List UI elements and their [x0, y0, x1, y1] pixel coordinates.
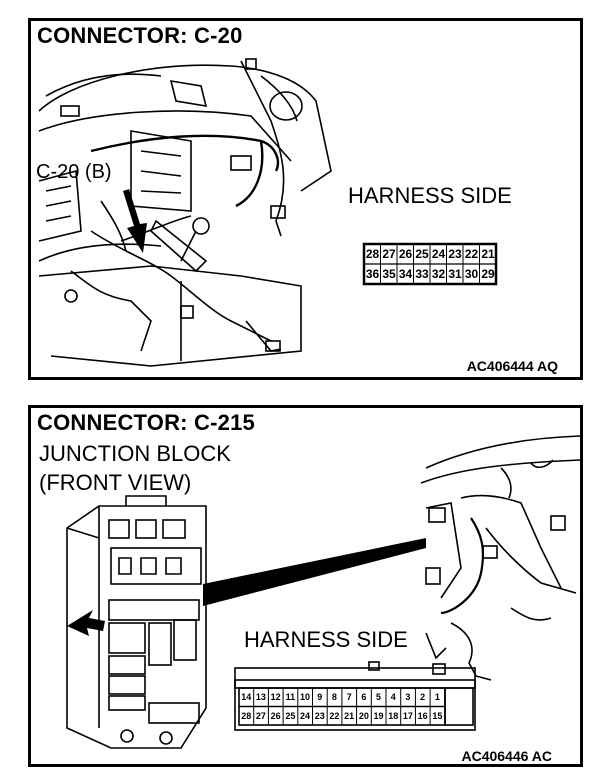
pin: 13 [255, 692, 266, 702]
pin: 19 [373, 710, 384, 721]
pin: 22 [464, 247, 479, 261]
pin: 7 [346, 692, 352, 702]
pin: 28 [365, 247, 380, 261]
pin: 26 [270, 710, 281, 721]
harness-side-label: HARNESS SIDE [348, 183, 512, 208]
pin: 24 [431, 247, 446, 261]
pin: 28 [241, 710, 252, 721]
pin: 23 [314, 710, 325, 721]
pin: 18 [388, 710, 399, 721]
figure-code: AC406446 AC [461, 748, 552, 764]
pin: 8 [331, 692, 337, 702]
pin: 21 [344, 710, 355, 721]
connector-callout: C-20 (B) [36, 161, 112, 183]
pin: 17 [402, 710, 413, 721]
pin: 16 [417, 710, 428, 721]
pin: 24 [300, 710, 311, 721]
pin: 25 [285, 710, 296, 721]
connector-c215-panel: CONNECTOR: C-215 JUNCTION BLOCK (FRONT V… [28, 405, 583, 767]
pin: 10 [300, 692, 311, 702]
panel-subtitle: (FRONT VIEW) [39, 470, 192, 495]
pin: 9 [317, 692, 323, 702]
pin: 4 [390, 692, 396, 702]
harness-side-label: HARNESS SIDE [244, 627, 408, 652]
pin: 35 [382, 267, 396, 281]
pin: 22 [329, 710, 340, 721]
pin: 21 [481, 247, 495, 261]
pin: 2 [420, 692, 426, 702]
pin: 20 [358, 710, 369, 721]
pin: 27 [382, 247, 396, 261]
junction-block-illustration [66, 435, 580, 749]
pin: 25 [415, 247, 429, 261]
pin: 15 [432, 710, 443, 721]
pin: 5 [376, 692, 382, 702]
pin: 1 [434, 692, 440, 702]
pin: 33 [415, 267, 429, 281]
pin: 26 [398, 247, 413, 261]
pin: 12 [270, 692, 281, 702]
pin: 29 [481, 267, 495, 281]
panel-subtitle: JUNCTION BLOCK [39, 441, 231, 466]
connector-c20-panel: CONNECTOR: C-20 [28, 18, 583, 380]
panel-title: CONNECTOR: C-215 [37, 410, 255, 435]
connector-c215-face: 14 13 12 11 10 9 8 7 6 5 4 3 2 1 28 27 2… [231, 658, 481, 738]
pin: 6 [361, 692, 367, 702]
dashboard-illustration [38, 58, 332, 367]
panel-title: CONNECTOR: C-20 [37, 23, 243, 48]
pin: 36 [365, 267, 380, 281]
figure-code: AC406444 AQ [466, 358, 558, 374]
pin: 34 [398, 267, 413, 281]
pin: 23 [448, 247, 462, 261]
pin: 30 [464, 267, 479, 281]
pin: 14 [241, 692, 252, 702]
connector-c20-face: 28 27 26 25 24 23 22 21 36 35 34 33 32 3… [361, 241, 527, 287]
pin: 32 [431, 267, 446, 281]
pin: 27 [255, 710, 266, 721]
pin: 11 [285, 692, 296, 702]
pin: 3 [405, 692, 411, 702]
pin: 31 [448, 267, 462, 281]
